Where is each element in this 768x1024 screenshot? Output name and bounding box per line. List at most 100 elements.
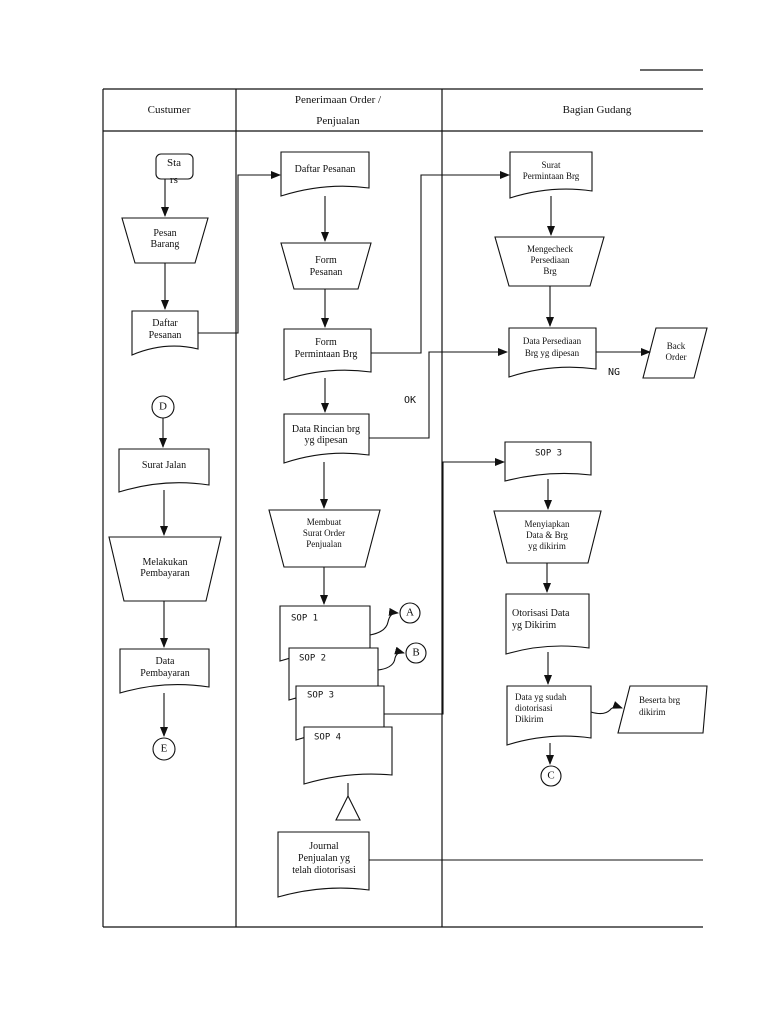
form-pesanan-shape [280, 242, 372, 290]
order-flow-arrows [320, 171, 703, 861]
label-line: Pembayaran [140, 668, 189, 679]
label-line: Pembayaran [140, 568, 189, 579]
connector-a [399, 602, 421, 624]
label-line: Data Persediaan [523, 336, 582, 346]
label-line: Bagian Gudang [563, 104, 632, 116]
label-line: Beserta brg [639, 695, 681, 705]
daftar-pesanan-order-label: Daftar Pesanan [295, 164, 356, 175]
label-line: Pesanan [310, 267, 343, 278]
label-line: Permintaan Brg [295, 349, 358, 360]
sop3-label: SOP 3 [307, 691, 334, 701]
membuat-sop-shape [268, 509, 381, 568]
data-rincian-shape [283, 413, 370, 464]
label-line: Permintaan Brg [523, 171, 580, 181]
surat-jalan-label: Surat Jalan [142, 460, 186, 471]
sop3-warehouse-label: SOP 3 [535, 449, 562, 459]
sop4-document [303, 726, 393, 785]
connector-b [405, 642, 427, 664]
back-order-shape [642, 327, 708, 379]
beserta-shape [617, 685, 708, 734]
lane-header-customer: Custumer [148, 104, 191, 116]
sop4-label: SOP 4 [314, 733, 341, 743]
start-terminal [155, 153, 194, 180]
sop1-label: SOP 1 [291, 614, 318, 624]
label-line: Surat Order [303, 528, 345, 538]
label-line: Surat Jalan [142, 460, 186, 471]
label-line: yg Dikirim [512, 620, 556, 631]
label-line: Data yg sudah [515, 692, 567, 702]
daftar-pesanan-order-shape [280, 151, 370, 197]
archive-triangle [335, 794, 361, 821]
label-line: rs [170, 174, 178, 186]
label-line: Penjualan [316, 115, 360, 127]
label-line: diotorisasi [515, 703, 553, 713]
label-line: Penjualan [306, 539, 342, 549]
label-line: yg dipesan [304, 435, 347, 446]
label-line: Brg yg dipesan [525, 348, 580, 358]
mengecheck-shape [494, 236, 605, 287]
pesan-barang-shape [121, 217, 209, 264]
daftar-pesanan-customer-shape [131, 310, 199, 356]
swimlanes [102, 88, 703, 928]
customer-flow-arrows [159, 171, 281, 737]
journal-shape [277, 831, 370, 898]
connector-d-label: D [159, 401, 167, 413]
surat-permintaan-shape [509, 151, 593, 199]
label-line: Membuat [307, 517, 342, 527]
label-line: Pesanan [149, 330, 182, 341]
form-permintaan-shape [283, 328, 372, 381]
label-line: Barang [151, 239, 180, 250]
label-line: Custumer [148, 104, 191, 116]
label-line: Penjualan yg [298, 853, 350, 864]
connector-e-label: E [161, 743, 168, 755]
label-line: Otorisasi Data [512, 608, 570, 619]
label-line: Surat [542, 160, 561, 170]
menyiapkan-shape [493, 510, 602, 564]
ok-label: OK [404, 395, 416, 406]
sop2-label: SOP 2 [299, 654, 326, 664]
label-line: Form [315, 255, 337, 266]
label-line: Journal [309, 841, 339, 852]
ng-label: NG [608, 367, 620, 378]
data-sudah-shape [506, 685, 592, 746]
data-pembayaran-shape [119, 648, 210, 694]
sop3-warehouse-shape [504, 441, 592, 482]
connector-c-label: C [547, 770, 554, 782]
otorisasi-shape [505, 593, 590, 655]
label-line: Melakukan [143, 557, 188, 568]
label-line: Daftar Pesanan [295, 164, 356, 175]
label-line: Data Rincian brg [292, 424, 360, 435]
label-line: Daftar [152, 318, 178, 329]
label-line: Brg [543, 266, 557, 276]
label-line: Pesan [153, 228, 176, 239]
start-label: Sta rs [167, 157, 181, 186]
label-line: Sta [167, 157, 181, 169]
label-line: telah diotorisasi [292, 865, 356, 876]
lane-header-order: Penerimaan Order /Penjualan [295, 94, 382, 127]
label-line: Form [315, 337, 337, 348]
label-line: Order [666, 352, 687, 362]
label-line: Mengecheck [527, 244, 573, 254]
label-line: Dikirim [515, 714, 544, 724]
connector-e [152, 737, 176, 761]
connector-b-label: B [412, 647, 419, 659]
warehouse-flow-arrows [543, 196, 651, 765]
data-persediaan-shape [508, 327, 597, 378]
